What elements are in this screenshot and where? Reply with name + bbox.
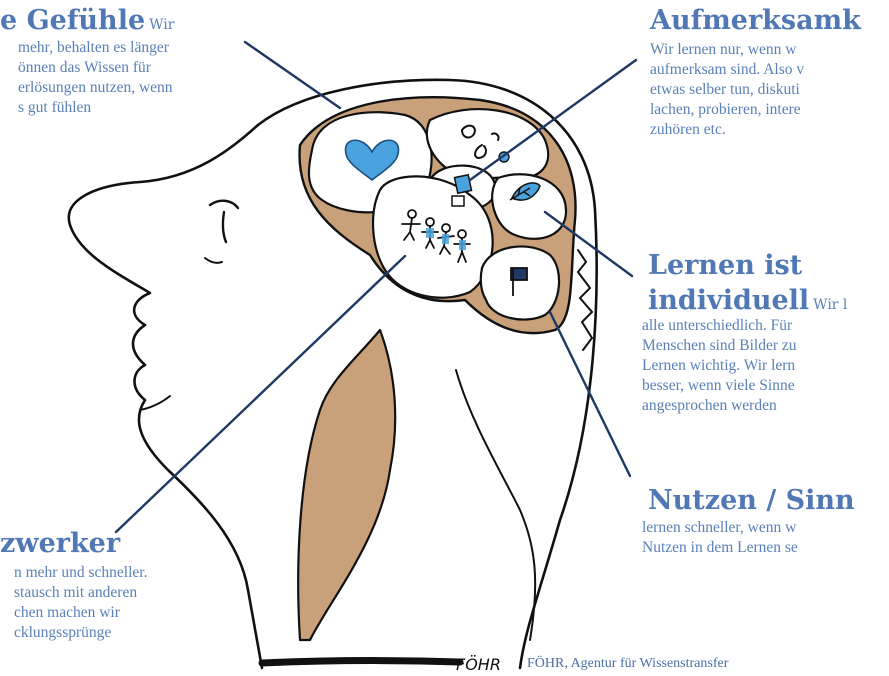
individuell-line: Lernen wichtig. Wir lern	[642, 356, 847, 376]
connector-gefuehle	[245, 42, 340, 108]
gefuehle-line: önnen das Wissen für	[18, 58, 174, 78]
netzwerker-line: cklungssprünge	[14, 623, 147, 643]
aufmerksamkeit-line: etwas selber tun, diskuti	[650, 80, 861, 100]
aufmerksamkeit-line: Wir lernen nur, wenn w	[650, 40, 861, 60]
aufmerksamkeit-line: lachen, probieren, intere	[650, 100, 861, 120]
back-of-head-texture	[578, 250, 592, 350]
artist-signature: FÖHR	[456, 655, 501, 674]
heading-individuell-2-text: individuell	[648, 285, 809, 316]
netzwerker-line: n mehr und schneller.	[14, 563, 147, 583]
heading-individuell-1: Lernen ist	[648, 252, 847, 279]
heading-aufmerksamkeit: Aufmerksamk	[650, 7, 861, 34]
individuell-line: alle unterschiedlich. Für	[642, 316, 847, 336]
brain-stem	[298, 330, 395, 640]
block-nutzen: Nutzen / Sinn lernen schneller, wenn w N…	[648, 487, 855, 558]
block-aufmerksamkeit: Aufmerksamk Wir lernen nur, wenn w aufme…	[650, 7, 861, 140]
block-netzwerker: zwerker n mehr und schneller. stausch mi…	[0, 530, 147, 643]
gefuehle-line: s gut fühlen	[18, 98, 174, 118]
netzwerker-line: chen machen wir	[14, 603, 147, 623]
individuell-line: Menschen sind Bilder zu	[642, 336, 847, 356]
netzwerker-line: stausch mit anderen	[14, 583, 147, 603]
heading-individuell-inline: Wir l	[813, 297, 847, 313]
heading-gefuehle-text: e Gefühle	[0, 5, 145, 36]
gefuehle-line: mehr, behalten es länger	[18, 38, 174, 58]
nutzen-line: lernen schneller, wenn w	[642, 518, 855, 538]
heading-gefuehle-inline: Wir	[149, 17, 174, 33]
aufmerksamkeit-line: zuhören etc.	[650, 120, 861, 140]
nose-mark	[205, 258, 222, 263]
individuell-line: angesprochen werden	[642, 396, 847, 416]
eyebrow-mark	[210, 201, 238, 242]
heading-nutzen: Nutzen / Sinn	[648, 487, 855, 514]
credit-line: FÖHR, Agentur für Wissenstransfer	[527, 656, 728, 672]
lobe-benefit	[481, 246, 559, 319]
individuell-line: besser, wenn viele Sinne	[642, 376, 847, 396]
neck-line	[456, 370, 535, 640]
collar	[262, 661, 460, 663]
nutzen-line: Nutzen in dem Lernen se	[642, 538, 855, 558]
aufmerksamkeit-line: aufmerksam sind. Also v	[650, 60, 861, 80]
gefuehle-line: erlösungen nutzen, wenn	[18, 78, 174, 98]
heading-netzwerker: zwerker	[0, 530, 147, 557]
